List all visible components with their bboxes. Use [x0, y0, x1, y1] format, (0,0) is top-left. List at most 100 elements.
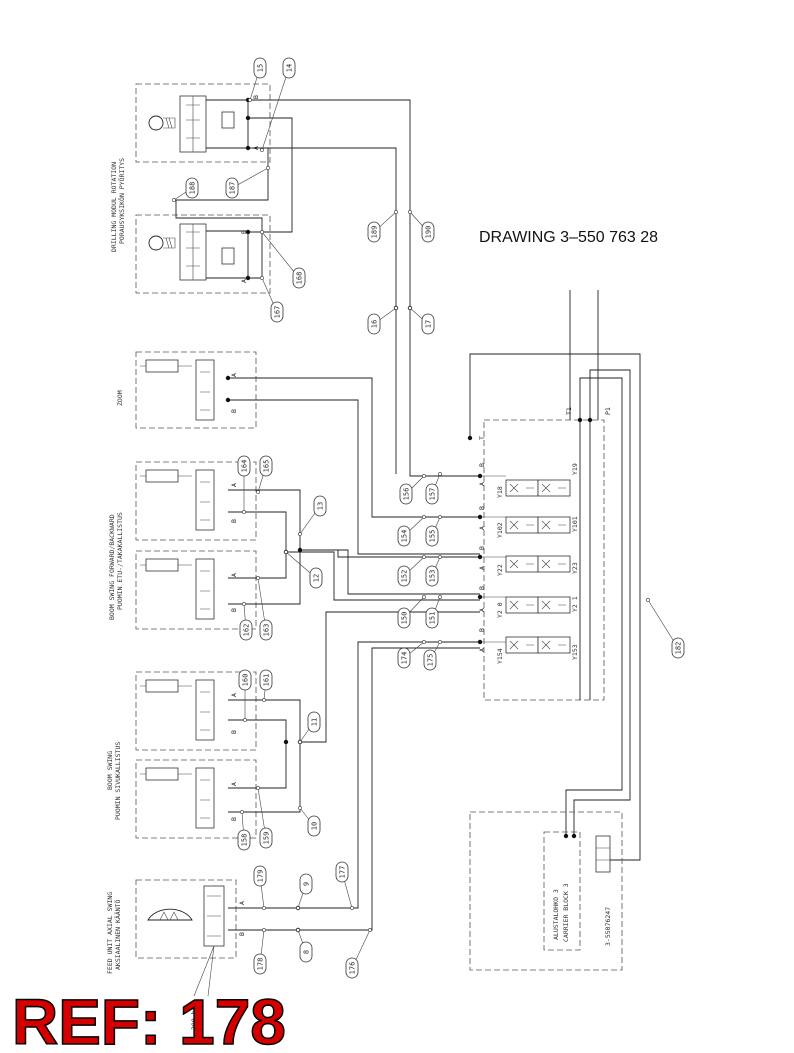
hose-callout-177: 177 — [335, 861, 349, 883]
hose-leader-tip — [394, 210, 398, 214]
label-feed-fi: AKSIAALINEN KÄÄNTÖ — [113, 899, 122, 970]
hose-callout-161: 161 — [259, 669, 273, 691]
port-a: A — [230, 483, 238, 487]
hose-number: 168 — [296, 272, 304, 285]
label-zoom: ZOOM — [116, 390, 124, 406]
label-carrier-no: 3-55076247 — [604, 907, 612, 946]
hose-leader-tip — [298, 740, 302, 744]
junction-dots — [225, 97, 593, 933]
port-b: B — [230, 409, 238, 413]
port-b: B — [230, 519, 238, 523]
hose-callout-176: 176 — [345, 957, 359, 979]
hose-callout-14: 14 — [282, 57, 296, 79]
hose-bubble — [185, 177, 199, 199]
hose-bubble — [253, 865, 267, 887]
port-a: A — [230, 782, 238, 786]
hose-bubble — [299, 873, 313, 895]
hose-bubble — [335, 861, 349, 883]
hose-leader-tip — [262, 928, 266, 932]
hose-leader-tip — [296, 928, 300, 932]
valve-y23: Y23 — [571, 562, 579, 574]
hose-leader-tip — [262, 906, 266, 910]
hose-leader-tip — [438, 595, 442, 599]
hose-number: 165 — [263, 460, 271, 473]
hose-leader — [261, 231, 300, 279]
hose-callout-167: 167 — [270, 301, 284, 323]
hose-bubble — [307, 815, 321, 837]
hose-bubble — [671, 637, 685, 659]
hose-callout-162: 162 — [239, 619, 253, 641]
hose-callout-179: 179 — [253, 865, 267, 887]
hose-bubble — [237, 829, 251, 851]
hose-lines — [175, 99, 641, 931]
hose-leader-tip — [266, 166, 270, 170]
hose-bubble — [313, 495, 327, 517]
hose-callout-12: 12 — [309, 567, 323, 589]
hose-callout-174: 174 — [397, 647, 411, 669]
port-a: A — [230, 693, 238, 697]
hose-bubble — [397, 607, 411, 629]
hose-leader-tip — [296, 906, 300, 910]
hose-leader-tip — [368, 928, 372, 932]
hose-number: 150 — [401, 612, 409, 625]
hose-leader-tip — [438, 640, 442, 644]
hose-callout-159: 159 — [259, 827, 273, 849]
hose-number: 161 — [263, 674, 271, 687]
hose-number: 16 — [371, 320, 379, 328]
port-a: A — [478, 566, 486, 570]
hose-number: 160 — [242, 674, 250, 687]
port-b: B — [230, 608, 238, 612]
hose-number: 167 — [274, 306, 282, 319]
hose-number: 174 — [401, 652, 409, 665]
hose-callout-16: 16 — [367, 313, 381, 335]
hose-bubble — [282, 57, 296, 79]
hose-bubble — [259, 455, 273, 477]
hose-callout-163: 163 — [259, 619, 273, 641]
hose-bubble — [397, 647, 411, 669]
hose-leader-tip — [438, 555, 442, 559]
port-b: B — [240, 230, 248, 234]
hose-leader-tip — [422, 474, 426, 478]
port-b: B — [238, 932, 246, 936]
valve-y153: Y153 — [571, 644, 579, 660]
hose-callout-160: 160 — [238, 669, 252, 691]
hose-callout-10: 10 — [307, 815, 321, 837]
hose-number: 182 — [675, 642, 683, 655]
hose-bubble — [421, 221, 435, 243]
port-b: B — [230, 817, 238, 821]
hose-leader-tip — [408, 210, 412, 214]
hose-callout-156: 156 — [399, 483, 413, 505]
hose-number: 13 — [317, 502, 325, 510]
port-b: B — [230, 730, 238, 734]
hose-number: 159 — [263, 832, 271, 845]
hose-callout-150: 150 — [397, 607, 411, 629]
hose-leader-tip — [284, 550, 288, 554]
port-a: A — [230, 373, 238, 377]
hose-number: 190 — [425, 226, 433, 239]
hose-leader-tip — [350, 906, 354, 910]
hose-number: 176 — [349, 962, 357, 975]
hose-leader-tip — [242, 602, 246, 606]
hose-bubble — [299, 941, 313, 963]
section-labels: DRILLING MODUL ROTATION PORAUSYKSIKÖN PY… — [106, 158, 612, 1030]
valve-y22: Y22 — [496, 564, 504, 576]
hose-callout-157: 157 — [425, 483, 439, 505]
hose-callout-178: 178 — [253, 953, 267, 975]
hose-callout-9: 9 — [299, 873, 313, 895]
hose-leader-tip — [438, 472, 442, 476]
hose-number: 178 — [257, 958, 265, 971]
hose-bubble — [225, 177, 239, 199]
hose-number: 162 — [243, 624, 251, 637]
port-a: A — [252, 146, 260, 150]
port-b: B — [478, 463, 486, 467]
port-a: A — [230, 573, 238, 577]
label-carrier-en: CARRIER BLOCK 3 — [562, 883, 570, 942]
hose-bubble — [421, 313, 435, 335]
valve-y101: Y101 — [571, 516, 579, 532]
label-pressure: 200 bar — [190, 1003, 198, 1030]
ref-label: REF: 178 — [12, 986, 286, 1053]
port-a: A — [478, 526, 486, 530]
valve-y21: Y2 1 — [571, 596, 579, 612]
hose-callout-168: 168 — [292, 267, 306, 289]
hose-bubble — [253, 57, 267, 79]
